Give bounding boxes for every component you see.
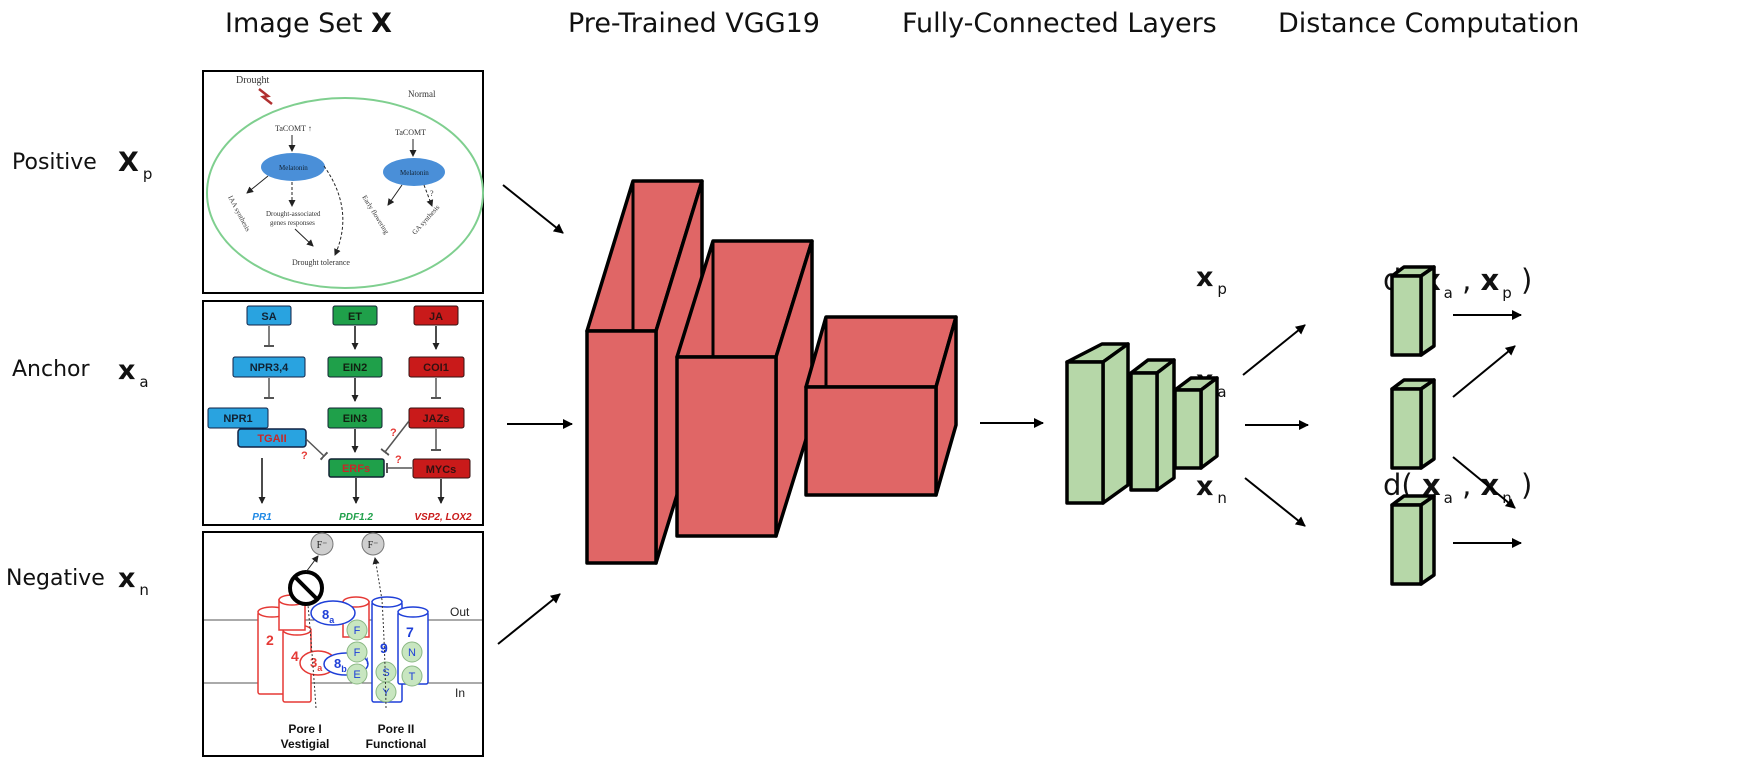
residue-e: E (353, 669, 360, 681)
fc-layer-2 (1129, 358, 1176, 492)
helix-8a: 8a (322, 607, 335, 625)
thumbnail-negative: Out In F⁻ F⁻ 2 4 3a 3 (202, 531, 484, 757)
node-npr34: NPR3,4 (250, 362, 289, 374)
helix-9: 9 (380, 640, 388, 656)
row-label-positive: Positive (12, 150, 97, 175)
header-fc: Fully-Connected Layers (902, 8, 1217, 39)
arrow-a-to-dap (1452, 345, 1516, 398)
f-ion-1: F⁻ (317, 540, 328, 551)
header-distance: Distance Computation (1278, 8, 1580, 39)
drought-label: Drought (236, 75, 270, 86)
melatonin-left (261, 153, 325, 181)
residue-n: N (408, 647, 416, 659)
tacomt-left: TaCOMT ↑ (275, 124, 312, 133)
node-jazs: JAZs (423, 413, 450, 425)
header-vgg: Pre-Trained VGG19 (568, 8, 820, 39)
row-label-anchor: Anchor (12, 357, 90, 382)
node-npr1: NPR1 (223, 413, 252, 425)
vgg-block-3 (804, 315, 958, 497)
question-mark: ? (430, 189, 434, 198)
fc-layer-1 (1065, 342, 1130, 505)
row-label-negative: Negative (6, 566, 105, 591)
node-tgaii: TGAII (257, 433, 286, 445)
melatonin-right (383, 158, 445, 186)
gene-pdf12: PDF1.2 (339, 512, 373, 523)
node-ja: JA (429, 311, 443, 323)
out-label: Out (450, 605, 470, 619)
helix-2: 2 (266, 632, 274, 648)
q-mark-3: ? (395, 454, 402, 466)
arrow-positive-to-vgg (502, 184, 564, 234)
helix-4: 4 (291, 648, 299, 664)
residue-f1: F (354, 625, 361, 637)
drought-genes-2: genes responses (270, 219, 315, 227)
helix-7: 7 (406, 624, 414, 640)
normal-label: Normal (408, 89, 436, 99)
node-coi1: COI1 (423, 362, 449, 374)
pore2-sublabel: Functional (366, 737, 427, 751)
residue-y: Y (382, 687, 390, 699)
thumbnail-anchor: SA ET JA NPR3,4 EIN2 COI1 NPR1 TGAII (202, 300, 484, 526)
arrow-fc-to-p (1242, 324, 1306, 376)
lightning-icon (258, 88, 273, 105)
helix-8b: 8b (334, 656, 347, 674)
pore2-label: Pore II (378, 722, 415, 736)
fc-layer-3 (1173, 376, 1219, 470)
embedding-p (1390, 265, 1436, 357)
residue-t: T (409, 671, 416, 683)
header-image-set: Image Set X (225, 8, 392, 39)
node-et: ET (348, 311, 362, 323)
thumbnail-positive: Drought Normal TaCOMT ↑ TaCOMT Melatonin… (202, 70, 484, 294)
f-ion-2: F⁻ (368, 540, 379, 551)
node-ein2: EIN2 (343, 362, 367, 374)
embedding-a (1390, 378, 1436, 470)
arrow-negative-to-vgg (497, 593, 561, 645)
residue-s: S (382, 667, 389, 679)
fluoride-ion-2 (361, 532, 385, 556)
node-mycs: MYCs (426, 464, 457, 476)
q-mark-2: ? (390, 427, 397, 439)
gene-pr1: PR1 (252, 512, 272, 523)
in-label: In (455, 686, 465, 700)
residue-f2: F (354, 647, 361, 659)
helix-3a: 3a (310, 655, 323, 673)
q-mark-1: ? (301, 450, 308, 462)
residue-i: I (366, 656, 369, 666)
melatonin-right-label: Melatonin (400, 169, 429, 177)
drought-genes-1: Drought-associated (266, 210, 321, 218)
vgg-block-1 (585, 179, 704, 565)
node-sa: SA (261, 311, 276, 323)
gene-vsp2: VSP2, LOX2 (414, 512, 472, 523)
tacomt-right: TaCOMT (395, 128, 426, 137)
node-ein3: EIN3 (343, 413, 367, 425)
node-erfs: ERFs (342, 463, 370, 475)
arrow-a-to-dan (1452, 456, 1516, 509)
embedding-n (1390, 494, 1436, 586)
arrow-fc-to-n (1244, 477, 1306, 527)
melatonin-left-label: Melatonin (279, 164, 308, 172)
fluoride-ion-1 (310, 532, 334, 556)
drought-tolerance: Drought tolerance (292, 258, 350, 267)
pore1-label: Pore I (288, 722, 321, 736)
pore1-sublabel: Vestigial (281, 737, 330, 751)
